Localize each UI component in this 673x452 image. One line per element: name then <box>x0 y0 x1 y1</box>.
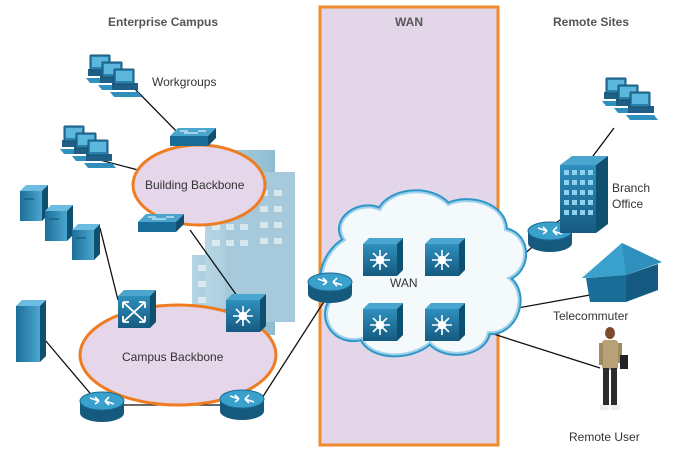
house-icon <box>582 243 662 302</box>
label-wan-cloud: WAN <box>390 276 418 290</box>
wan-switch-icon <box>362 302 404 342</box>
label-branch-office: Branch Office <box>612 181 651 211</box>
server-icon <box>71 223 101 261</box>
wan-edge-router-icon <box>307 272 353 304</box>
label-campus-backbone: Campus Backbone <box>122 350 224 364</box>
campus-router-right-icon <box>219 389 265 421</box>
branch-workstation-icon <box>602 78 658 120</box>
server-icon <box>44 204 74 242</box>
wan-switch-icon <box>362 237 404 277</box>
person-icon <box>599 327 628 410</box>
branch-building-icon <box>560 156 608 233</box>
workgroups-workstation-icon <box>86 55 142 97</box>
building-switch-top-icon <box>169 127 217 147</box>
campus-router-left-icon <box>79 391 125 423</box>
label-remote-user: Remote User <box>569 430 640 444</box>
header-enterprise-campus: Enterprise Campus <box>108 15 219 29</box>
building-switch-bottom-icon <box>137 213 185 233</box>
label-workgroups: Workgroups <box>152 75 217 89</box>
wan-switch-icon <box>424 302 466 342</box>
label-building-backbone: Building Backbone <box>145 178 245 192</box>
campus-multilayer-switch-icon <box>225 293 267 333</box>
cloud-icon <box>319 189 528 358</box>
mainframe-server-icon <box>16 300 46 362</box>
server-icon <box>19 184 49 222</box>
wan-switch-icon <box>424 237 466 277</box>
header-wan: WAN <box>395 15 423 29</box>
header-remote-sites: Remote Sites <box>553 15 630 29</box>
campus-switch-icon <box>118 290 156 328</box>
label-telecommuter: Telecommuter <box>553 309 629 323</box>
